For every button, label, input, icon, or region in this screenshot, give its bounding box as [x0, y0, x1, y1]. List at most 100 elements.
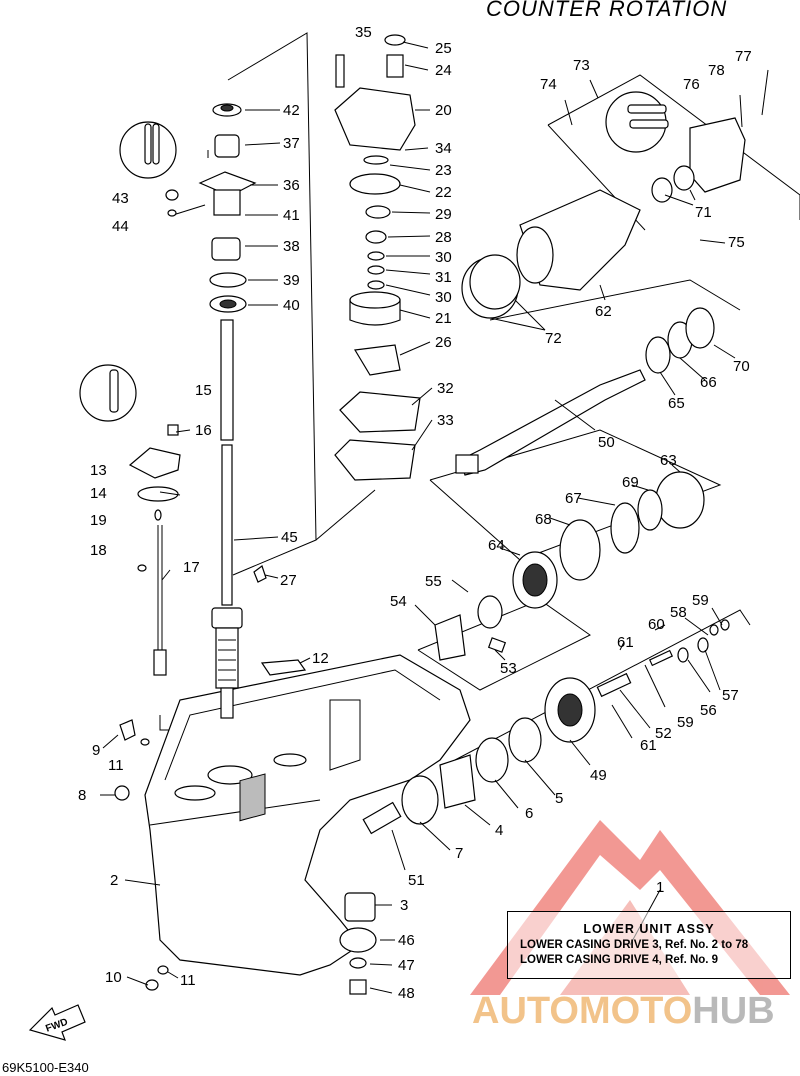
- watermark-part-a: AUTOMOTO: [472, 990, 693, 1032]
- callout-48: 48: [398, 985, 415, 1002]
- callout-27: 27: [280, 572, 297, 589]
- callout-1: 1: [656, 879, 664, 896]
- callout-43: 43: [112, 190, 129, 207]
- callout-62: 62: [595, 303, 612, 320]
- assembly-info-box: LOWER UNIT ASSY LOWER CASING DRIVE 3, Re…: [507, 911, 791, 979]
- callout-32: 32: [437, 380, 454, 397]
- callout-23: 23: [435, 162, 452, 179]
- detail-circles: [79, 91, 669, 422]
- callout-61a: 61: [617, 634, 634, 651]
- callout-38: 38: [283, 238, 300, 255]
- callout-46: 46: [398, 932, 415, 949]
- water-pump-components: [334, 34, 421, 481]
- callout-58: 58: [670, 604, 687, 621]
- callout-74: 74: [540, 76, 557, 93]
- callout-40: 40: [283, 297, 300, 314]
- callout-11a: 11: [108, 757, 124, 774]
- assembly-row-1: LOWER CASING DRIVE 3, Ref. No. 2 to 78: [520, 939, 749, 951]
- callout-77: 77: [735, 48, 752, 65]
- pinion-assembly: [339, 892, 377, 995]
- callout-26: 26: [435, 334, 452, 351]
- callout-labels: 1 2 3 4 5 6 7 8 9 10 11 11 12 13 14 15 1…: [78, 24, 752, 1002]
- callout-68: 68: [535, 511, 552, 528]
- callout-36: 36: [283, 177, 300, 194]
- callout-47: 47: [398, 957, 415, 974]
- callout-69: 69: [622, 474, 639, 491]
- callout-59a: 59: [692, 592, 709, 609]
- callout-22: 22: [435, 184, 452, 201]
- assembly-row-2: LOWER CASING DRIVE 4, Ref. No. 9: [520, 954, 719, 966]
- callout-14: 14: [90, 485, 107, 502]
- callout-54: 54: [390, 593, 407, 610]
- callout-59b: 59: [677, 714, 694, 731]
- callout-56: 56: [700, 702, 717, 719]
- shaft-upper-components: [198, 103, 257, 313]
- callout-76: 76: [683, 76, 700, 93]
- fwd-arrow-icon: FWD: [28, 1004, 86, 1041]
- callout-78: 78: [708, 62, 725, 79]
- callout-63: 63: [660, 452, 677, 469]
- callout-61b: 61: [640, 737, 657, 754]
- callout-49: 49: [590, 767, 607, 784]
- callout-35: 35: [355, 24, 372, 41]
- callout-52: 52: [655, 725, 672, 742]
- propeller-shaft-components: [362, 117, 746, 835]
- callout-44: 44: [112, 218, 129, 235]
- callout-45: 45: [281, 529, 298, 546]
- callout-30b: 30: [435, 289, 452, 306]
- callout-18: 18: [90, 542, 107, 559]
- callout-73: 73: [573, 57, 590, 74]
- callout-66: 66: [700, 374, 717, 391]
- callout-13: 13: [90, 462, 107, 479]
- callout-11b: 11: [180, 972, 196, 989]
- callout-17: 17: [183, 559, 200, 576]
- watermark-part-b: HUB: [692, 990, 775, 1032]
- leader-lines: [100, 41, 769, 994]
- callout-42: 42: [283, 102, 300, 119]
- callout-65: 65: [668, 395, 685, 412]
- callout-53: 53: [500, 660, 517, 677]
- callout-5: 5: [555, 790, 563, 807]
- diagram-title: COUNTER ROTATION: [486, 0, 728, 21]
- callout-8: 8: [78, 787, 86, 804]
- callout-70: 70: [733, 358, 750, 375]
- lower-casing-housing: [144, 654, 471, 976]
- callout-75: 75: [728, 234, 745, 251]
- callout-34: 34: [435, 140, 452, 157]
- callout-64: 64: [488, 537, 505, 554]
- callout-4: 4: [495, 822, 503, 839]
- callout-2: 2: [110, 872, 118, 889]
- callout-50: 50: [598, 434, 615, 451]
- callout-19: 19: [90, 512, 107, 529]
- callout-12: 12: [312, 650, 329, 667]
- callout-9: 9: [92, 742, 100, 759]
- callout-24: 24: [435, 62, 452, 79]
- callout-72: 72: [545, 330, 562, 347]
- callout-31: 31: [435, 269, 452, 286]
- callout-28: 28: [435, 229, 452, 246]
- callout-60: 60: [648, 616, 665, 633]
- callout-67: 67: [565, 490, 582, 507]
- callout-7: 7: [455, 845, 463, 862]
- drive-shaft: [211, 319, 243, 719]
- callout-41: 41: [283, 207, 300, 224]
- callout-16: 16: [195, 422, 212, 439]
- callout-33: 33: [437, 412, 454, 429]
- assembly-name: LOWER UNIT ASSY: [583, 922, 715, 936]
- callout-30a: 30: [435, 249, 452, 266]
- callout-21: 21: [435, 310, 452, 327]
- callout-39: 39: [283, 272, 300, 289]
- callout-3: 3: [400, 897, 408, 914]
- callout-29: 29: [435, 206, 452, 223]
- callout-10: 10: [105, 969, 122, 986]
- callout-51: 51: [408, 872, 425, 889]
- watermark-text: AUTOMOTOHUB: [472, 990, 775, 1033]
- diagram-code: 69K5100-E340: [2, 1060, 89, 1075]
- callout-71: 71: [695, 204, 712, 221]
- callout-20: 20: [435, 102, 452, 119]
- callout-25: 25: [435, 40, 452, 57]
- callout-57: 57: [722, 687, 739, 704]
- callout-37: 37: [283, 135, 300, 152]
- callout-55: 55: [425, 573, 442, 590]
